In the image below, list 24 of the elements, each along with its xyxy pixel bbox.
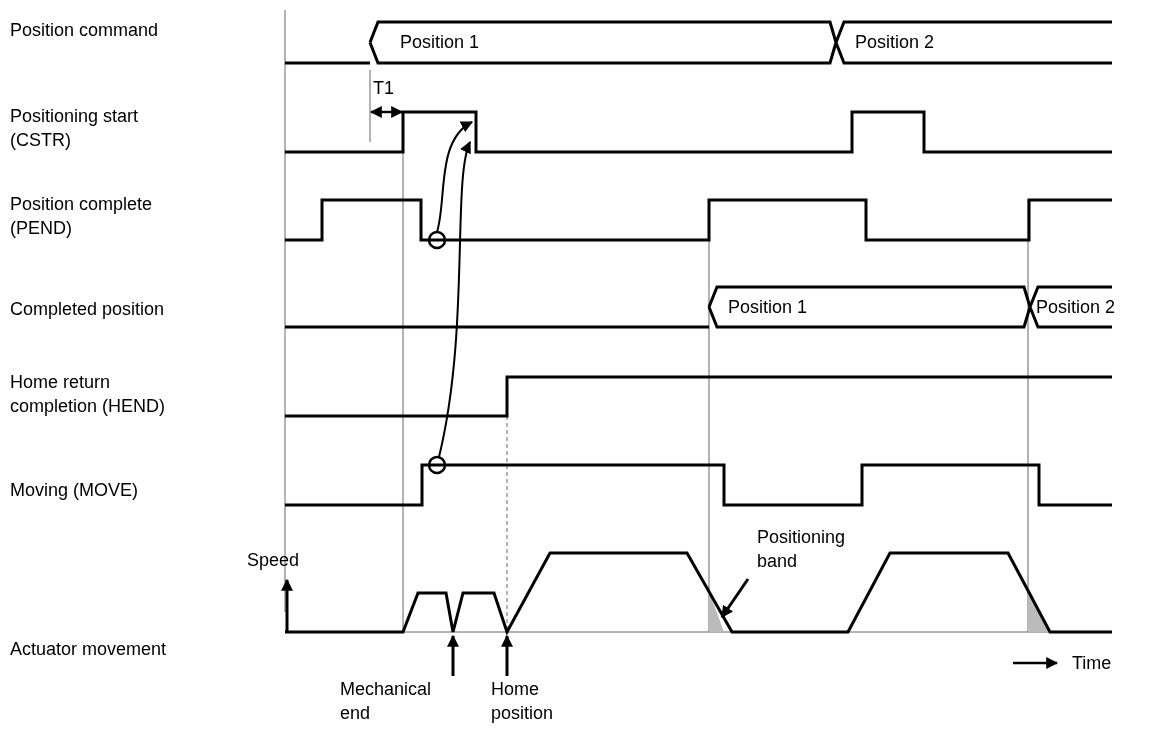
signal-name: Moving (MOVE)	[10, 479, 139, 502]
event-circle	[427, 230, 447, 250]
signal-name: Position complete (PEND)	[10, 193, 154, 240]
dimension-label: T1	[373, 77, 394, 100]
leader-line	[501, 634, 513, 676]
axis-label: Time	[1072, 652, 1112, 675]
bus-value: Position 1	[400, 31, 480, 54]
signal-name: Actuator movement	[10, 638, 167, 661]
callout-text: Home position	[491, 677, 581, 725]
bus-value: Position 2	[1036, 296, 1116, 319]
leader-line	[720, 578, 750, 618]
bus-value: Position 2	[855, 31, 935, 54]
signal-name: Completed position	[10, 298, 165, 321]
signal-name: Positioning start (CSTR)	[10, 105, 140, 152]
callout-text: Positioning band	[757, 525, 867, 573]
signal-name: Home return completion (HEND)	[10, 371, 167, 418]
axis-label: Speed	[247, 549, 300, 572]
arrow	[438, 140, 473, 458]
event-circle	[427, 455, 447, 475]
leader-line	[447, 634, 459, 676]
arrow	[436, 121, 473, 233]
bus-value: Position 1	[728, 296, 808, 319]
callout-text: Mechanical end	[340, 677, 450, 725]
signal-name: Position command	[10, 19, 159, 42]
